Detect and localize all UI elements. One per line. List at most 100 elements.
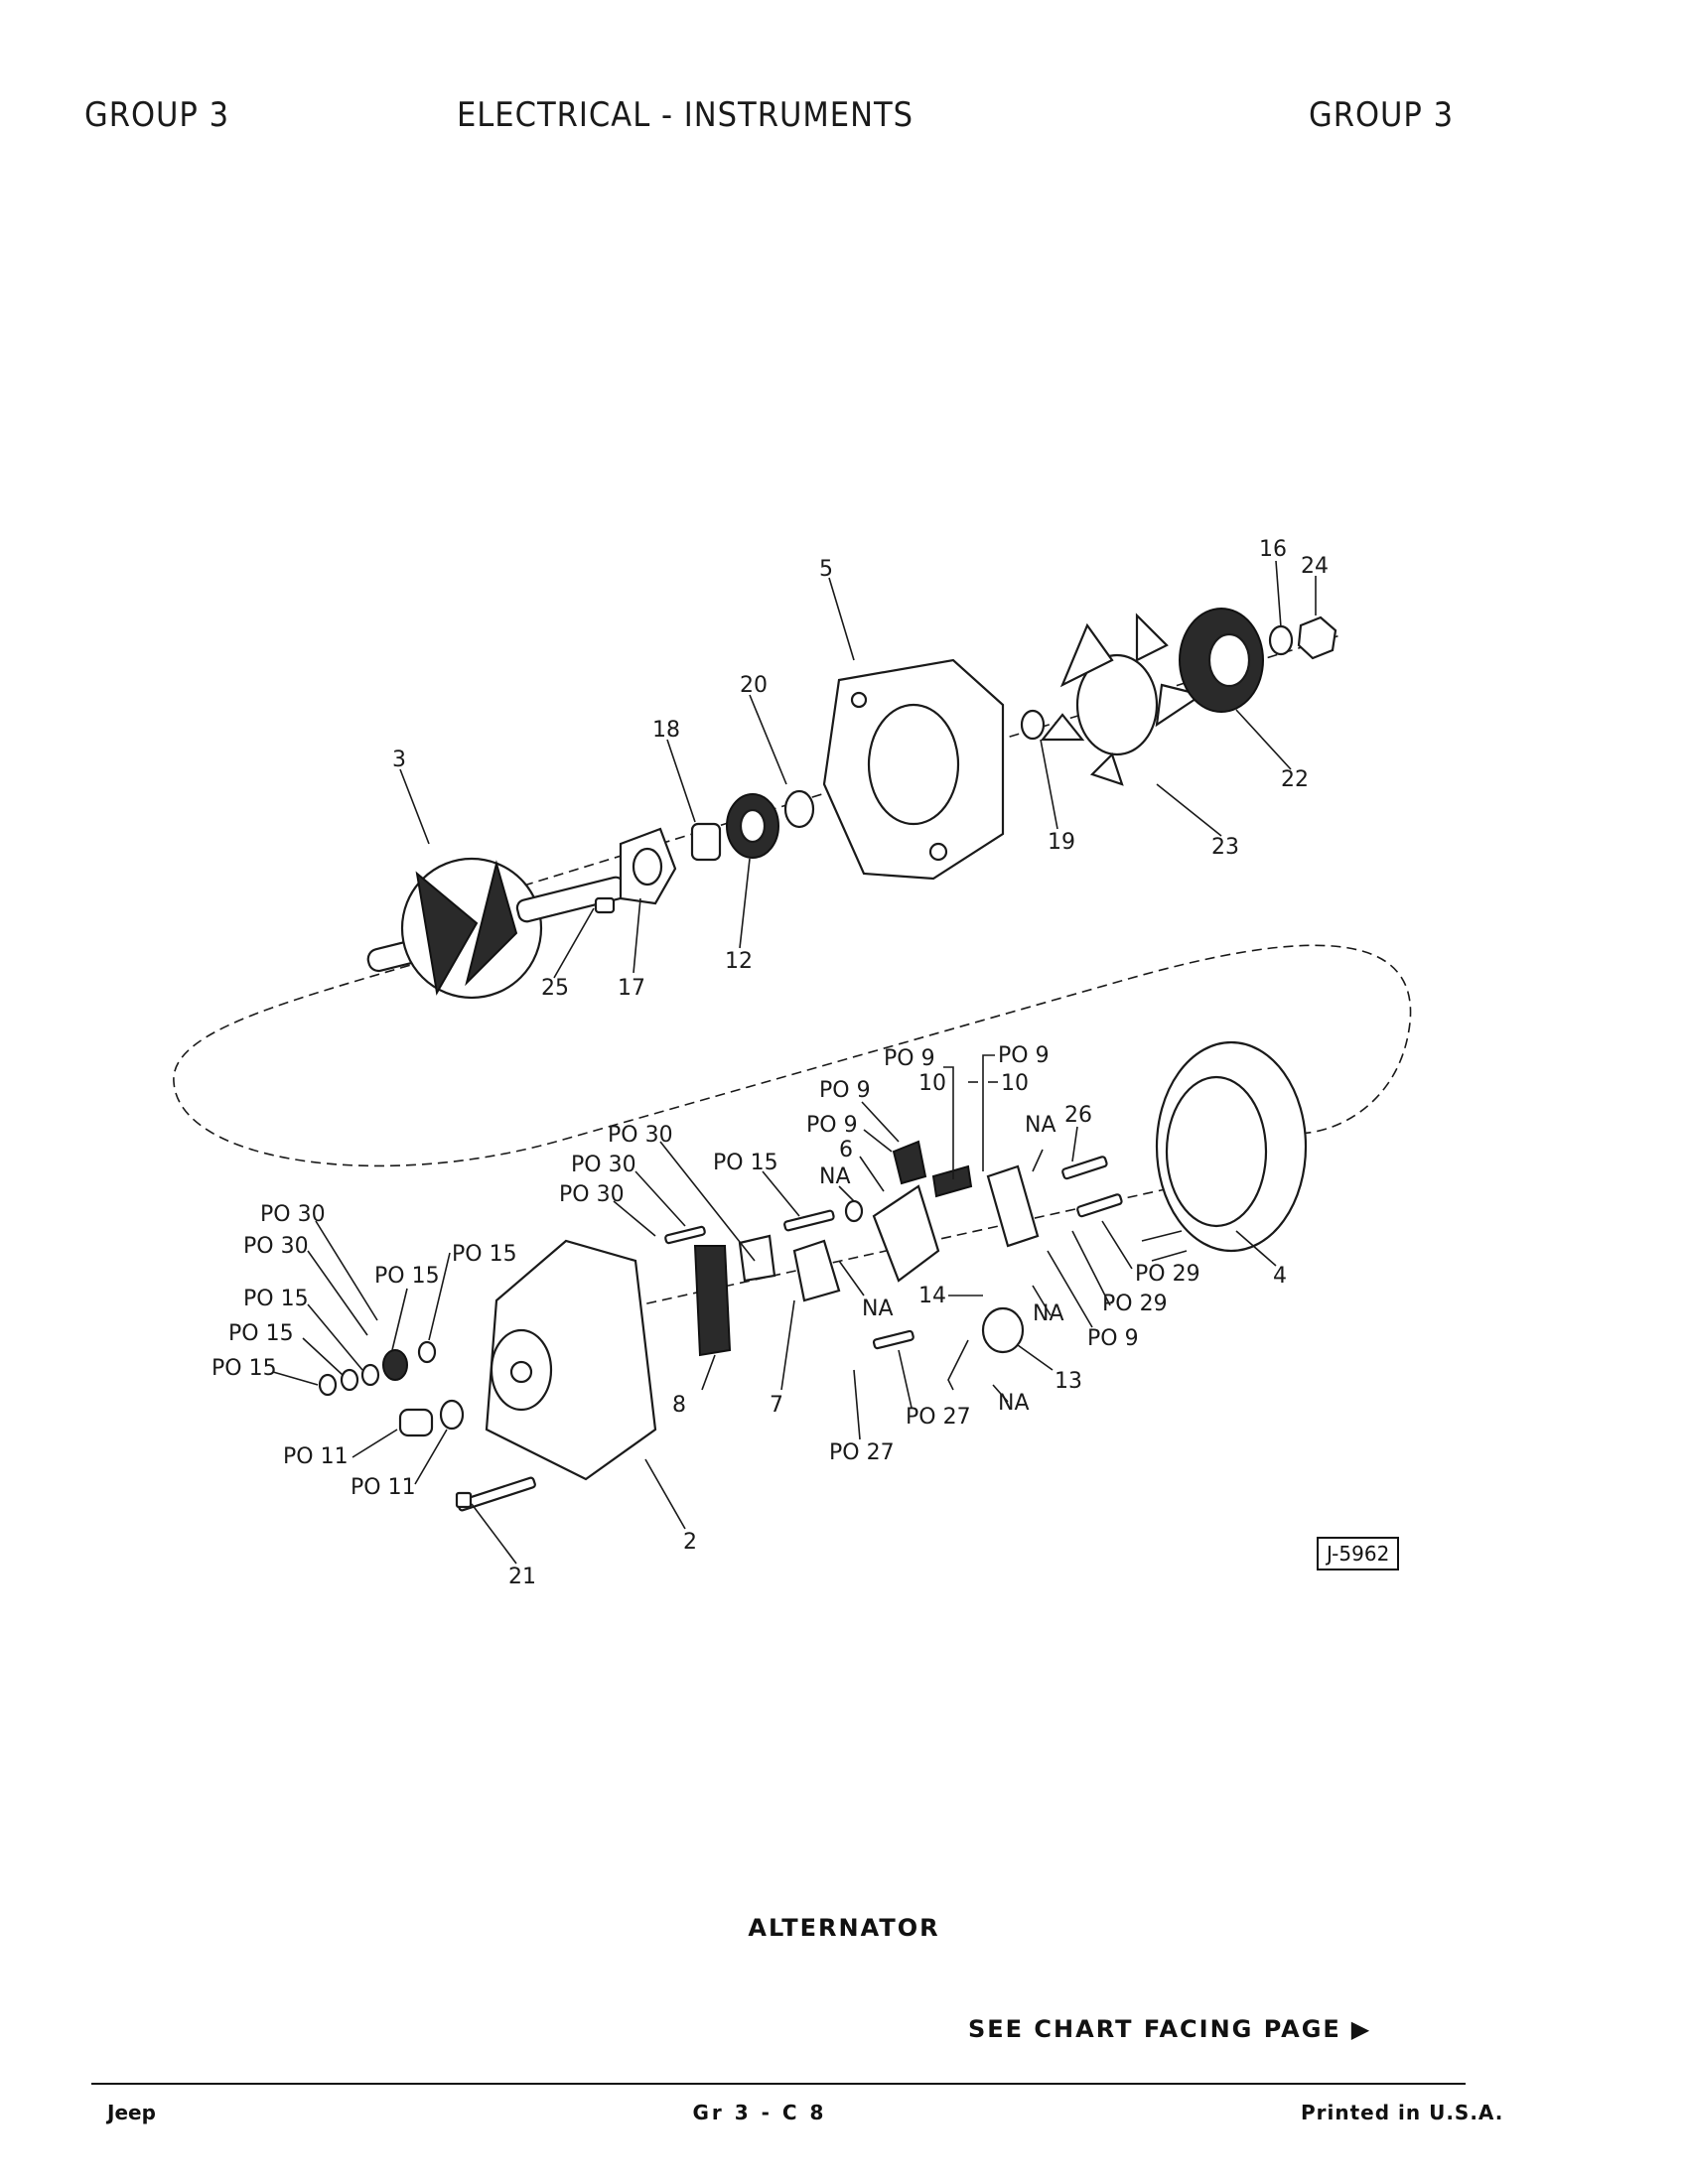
- pulley-part: [1179, 608, 1264, 713]
- callout-7: 7: [770, 1393, 783, 1418]
- spacer-19-part: [1020, 709, 1046, 741]
- callout-po15-a: PO 15: [374, 1264, 440, 1289]
- callout-po29-2: PO 29: [1102, 1292, 1168, 1316]
- callout-po9-mid: PO 9: [819, 1078, 871, 1103]
- capacitor-part: [947, 1306, 1025, 1391]
- callout-po9-low: PO 9: [806, 1113, 858, 1138]
- diode-bridge-part: [693, 1245, 732, 1357]
- callout-po27-2: PO 27: [829, 1440, 895, 1465]
- group-label-left: GROUP 3: [84, 95, 230, 135]
- callout-19: 19: [1048, 830, 1075, 855]
- brush-holder-bracket-part: [986, 1164, 1040, 1248]
- callout-25: 25: [541, 976, 569, 1001]
- screw-po29-part: [1076, 1193, 1123, 1218]
- callout-24: 24: [1301, 554, 1329, 579]
- see-chart-text: SEE CHART FACING PAGE: [968, 2015, 1341, 2043]
- callout-po15-e: PO 15: [211, 1356, 277, 1381]
- callout-po30-2: PO 30: [571, 1153, 636, 1177]
- figure-caption: ALTERNATOR: [748, 1914, 940, 1942]
- drive-end-frame-part: [822, 658, 1005, 881]
- brush-holder-part: [892, 1140, 927, 1185]
- callout-na-mid: NA: [862, 1297, 894, 1321]
- footer-divider: [91, 2083, 1466, 2085]
- footer-page-number: Gr 3 - C 8: [692, 2101, 827, 2124]
- callout-23: 23: [1211, 835, 1239, 860]
- callout-po30-3: PO 30: [559, 1182, 625, 1207]
- washer-na-part: [844, 1199, 864, 1223]
- callout-po11-1: PO 11: [283, 1444, 349, 1469]
- collar-part: [690, 822, 722, 862]
- callout-16: 16: [1259, 537, 1287, 562]
- lock-washer-16-part: [1268, 624, 1294, 656]
- callout-3: 3: [392, 748, 406, 772]
- callout-10-left: 10: [918, 1071, 946, 1096]
- seal-po11-part: [439, 1399, 465, 1431]
- callout-po15-c: PO 15: [243, 1287, 309, 1311]
- washer-po15-2-part: [340, 1368, 359, 1392]
- regulator-bridge-part: [792, 1239, 841, 1302]
- callout-5: 5: [819, 557, 833, 582]
- bearing-part: [726, 793, 779, 859]
- screw-po30-part: [664, 1225, 706, 1245]
- callout-po11-2: PO 11: [351, 1475, 416, 1500]
- footer-brand: Jeep: [107, 2101, 156, 2124]
- see-chart-note: SEE CHART FACING PAGE ▶: [968, 2015, 1371, 2043]
- callout-26: 26: [1064, 1103, 1092, 1128]
- callout-14: 14: [918, 1284, 946, 1308]
- callout-2: 2: [683, 1530, 697, 1555]
- through-bolt-part: [455, 1476, 536, 1512]
- bushing-po15-part: [382, 1349, 408, 1381]
- washer-po15-1-part: [318, 1373, 338, 1397]
- callout-12: 12: [725, 949, 753, 974]
- bearing-po11-part: [398, 1408, 434, 1437]
- callout-po29-1: PO 29: [1135, 1262, 1200, 1287]
- stator-part: [1141, 1040, 1308, 1262]
- callout-6: 6: [839, 1138, 853, 1162]
- callout-20: 20: [740, 673, 768, 698]
- callout-po9-top-left: PO 9: [884, 1046, 935, 1071]
- bolt-25-part: [594, 896, 616, 914]
- callout-13: 13: [1055, 1369, 1082, 1394]
- figure-id-box: J-5962: [1317, 1537, 1400, 1570]
- callout-22: 22: [1281, 767, 1309, 792]
- washer-20-part: [783, 789, 815, 829]
- right-arrow-icon: ▶: [1350, 2015, 1372, 2043]
- callout-17: 17: [618, 976, 645, 1001]
- callout-po9-right: PO 9: [1087, 1326, 1139, 1351]
- callout-po15-d: PO 15: [228, 1321, 294, 1346]
- rotor-part: [366, 857, 627, 1000]
- footer-printed: Printed in U.S.A.: [1301, 2101, 1504, 2124]
- regulator-part: [872, 1184, 940, 1283]
- screw-po15-part: [783, 1209, 835, 1232]
- callout-21: 21: [508, 1565, 536, 1589]
- brush-spring-part: [931, 1164, 973, 1198]
- leader-lines: [272, 560, 1317, 1565]
- callout-po9-top-right: PO 9: [998, 1043, 1050, 1068]
- fan-part: [1040, 613, 1204, 786]
- callout-na-top: NA: [1025, 1113, 1056, 1138]
- callout-po30-4: PO 30: [260, 1202, 326, 1227]
- callout-na-low: NA: [998, 1391, 1030, 1416]
- page-title: ELECTRICAL - INSTRUMENTS: [456, 95, 914, 135]
- washer-po15-3-part: [360, 1363, 380, 1387]
- callout-na-left: NA: [819, 1164, 851, 1189]
- callout-10-right: 10: [1001, 1071, 1029, 1096]
- group-label-right: GROUP 3: [1309, 95, 1455, 135]
- callout-4: 4: [1273, 1264, 1287, 1289]
- slip-ring-end-frame-part: [485, 1239, 657, 1481]
- callout-na-right: NA: [1033, 1301, 1064, 1326]
- screw-po27-part: [872, 1329, 914, 1350]
- callout-po27-1: PO 27: [906, 1405, 971, 1430]
- callout-8: 8: [672, 1393, 686, 1418]
- nut-24-part: [1297, 615, 1337, 660]
- bolt-26-part: [1061, 1156, 1108, 1180]
- callout-18: 18: [652, 718, 680, 743]
- callout-labels: 3 5 18 20 12 17 25 19 23 22 16 24 4 2 21…: [211, 537, 1329, 1589]
- rectifier-plate-part: [738, 1234, 776, 1283]
- retainer-plate-part: [619, 827, 677, 905]
- washer-po15-4-part: [417, 1340, 437, 1364]
- callout-po15-b: PO 15: [452, 1242, 517, 1267]
- callout-po30-1: PO 30: [608, 1123, 673, 1148]
- callout-po15-top: PO 15: [713, 1151, 778, 1175]
